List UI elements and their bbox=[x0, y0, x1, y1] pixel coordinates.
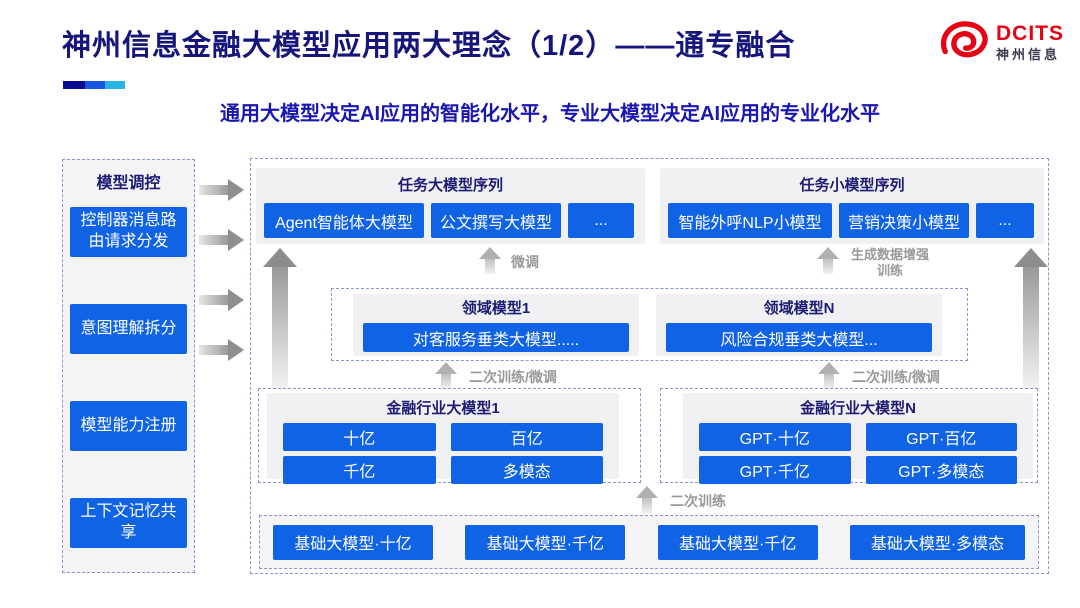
industry-title: 金融行业大模型N bbox=[800, 400, 916, 417]
finetune-arrow-icon bbox=[479, 247, 501, 275]
industry-chip: 千亿 bbox=[283, 456, 436, 484]
task-small-panel: 任务小模型序列 智能外呼NLP小模型 营销决策小模型 ... bbox=[660, 168, 1044, 244]
sidebar-item-registry: 模型能力注册 bbox=[70, 401, 187, 451]
accent-segment-cyan bbox=[105, 81, 125, 89]
gen-aug-arrow-icon bbox=[817, 247, 839, 275]
brand-name-cn: 神州信息 bbox=[996, 47, 1061, 63]
flow-arrow-right-icon bbox=[199, 289, 245, 311]
industry-chip: 十亿 bbox=[283, 423, 436, 451]
industry-chip: GPT·千亿 bbox=[699, 456, 851, 484]
task-small-title: 任务小模型序列 bbox=[799, 177, 905, 194]
model-chip-agent: Agent智能体大模型 bbox=[264, 203, 424, 238]
task-small-chips: 智能外呼NLP小模型 营销决策小模型 ... bbox=[660, 203, 1044, 238]
model-chip-document: 公文撰写大模型 bbox=[431, 203, 561, 238]
accent-segment-navy bbox=[63, 81, 85, 89]
industry-model-1-box: 金融行业大模型1 十亿 百亿 千亿 多模态 bbox=[258, 388, 641, 484]
model-chip-more: ... bbox=[976, 203, 1034, 238]
model-chip-marketing: 营销决策小模型 bbox=[839, 203, 969, 238]
industry-model-1-panel: 金融行业大模型1 十亿 百亿 千亿 多模态 bbox=[267, 393, 619, 484]
accent-segment-blue bbox=[85, 81, 105, 89]
flow-arrow-right-icon bbox=[199, 229, 245, 251]
industry-chip: GPT·十亿 bbox=[699, 423, 851, 451]
retrain-finetune-arrow-icon bbox=[818, 362, 840, 390]
model-chip-more: ... bbox=[568, 203, 634, 238]
task-large-panel: 任务大模型序列 Agent智能体大模型 公文撰写大模型 ... bbox=[256, 168, 645, 244]
domain-model-chip: 风险合规垂类大模型... bbox=[666, 323, 932, 352]
industry-model-n-panel: 金融行业大模型N GPT·十亿 GPT·百亿 GPT·千亿 GPT·多模态 bbox=[683, 393, 1033, 484]
accent-bar bbox=[63, 81, 125, 89]
sidebar-item-context: 上下文记忆共享 bbox=[70, 498, 187, 548]
task-large-chips: Agent智能体大模型 公文撰写大模型 ... bbox=[256, 203, 645, 238]
brand-logo: DCITS 神州信息 bbox=[936, 16, 1064, 69]
industry-chip: 多模态 bbox=[450, 456, 603, 484]
flow-arrow-right-icon bbox=[199, 179, 245, 201]
sidebar-item-router: 控制器消息路由请求分发 bbox=[70, 207, 187, 257]
model-control-panel: 模型调控 控制器消息路由请求分发 意图理解拆分 模型能力注册 上下文记忆共享 bbox=[62, 159, 195, 573]
foundation-chip: 基础大模型·十亿 bbox=[273, 524, 433, 560]
brand-text: DCITS 神州信息 bbox=[996, 23, 1064, 62]
domain-model-chip: 对客服务垂类大模型..... bbox=[363, 323, 629, 352]
industry-chip: GPT·多模态 bbox=[865, 456, 1017, 484]
retrain-finetune-arrow-icon bbox=[435, 362, 457, 390]
foundation-models-box: 基础大模型·十亿 基础大模型·千亿 基础大模型·千亿 基础大模型·多模态 bbox=[259, 515, 1039, 569]
subtitle: 通用大模型决定AI应用的智能化水平，专业大模型决定AI应用的专业化水平 bbox=[220, 103, 880, 125]
domain-group-title: 领域模型N bbox=[763, 300, 835, 317]
industry-title: 金融行业大模型1 bbox=[386, 400, 500, 417]
sidebar-item-intent: 意图理解拆分 bbox=[70, 304, 187, 354]
industry-chip: GPT·百亿 bbox=[865, 423, 1017, 451]
swirl-icon bbox=[936, 16, 990, 69]
page-title: 神州信息金融大模型应用两大理念（1/2）——通专融合 bbox=[62, 30, 796, 62]
industry-grid: GPT·十亿 GPT·百亿 GPT·千亿 GPT·多模态 bbox=[683, 418, 1033, 484]
foundation-chip: 基础大模型·千亿 bbox=[465, 524, 626, 560]
main-diagram: 任务大模型序列 Agent智能体大模型 公文撰写大模型 ... 任务小模型序列 … bbox=[250, 158, 1049, 574]
tall-up-arrow-icon bbox=[263, 248, 297, 389]
domain-group-1: 领域模型1 对客服务垂类大模型..... bbox=[353, 294, 639, 356]
retrain-finetune-label: 二次训练/微调 bbox=[852, 369, 940, 385]
foundation-chip: 基础大模型·千亿 bbox=[657, 524, 818, 560]
industry-chip: 百亿 bbox=[450, 423, 603, 451]
domain-models-box: 领域模型1 对客服务垂类大模型..... 领域模型N 风险合规垂类大模型... bbox=[331, 288, 968, 361]
sidebar-title: 模型调控 bbox=[96, 175, 161, 192]
retrain-finetune-label: 二次训练/微调 bbox=[469, 369, 557, 385]
retrain-arrow-icon bbox=[636, 486, 658, 514]
domain-group-n: 领域模型N 风险合规垂类大模型... bbox=[656, 294, 942, 356]
foundation-chip: 基础大模型·多模态 bbox=[849, 524, 1025, 560]
task-large-title: 任务大模型序列 bbox=[397, 177, 503, 194]
tall-up-arrow-icon bbox=[1014, 248, 1048, 389]
flow-arrow-right-icon bbox=[199, 339, 245, 361]
brand-name: DCITS bbox=[996, 22, 1064, 46]
industry-grid: 十亿 百亿 千亿 多模态 bbox=[267, 418, 619, 484]
gen-aug-label: 生成数据增强训练 bbox=[850, 247, 929, 279]
retrain-label: 二次训练 bbox=[670, 493, 726, 509]
finetune-label: 微调 bbox=[511, 254, 539, 270]
domain-group-title: 领域模型1 bbox=[461, 300, 531, 317]
model-chip-outbound-nlp: 智能外呼NLP小模型 bbox=[668, 203, 832, 238]
industry-model-n-box: 金融行业大模型N GPT·十亿 GPT·百亿 GPT·千亿 GPT·多模态 bbox=[660, 388, 1038, 484]
